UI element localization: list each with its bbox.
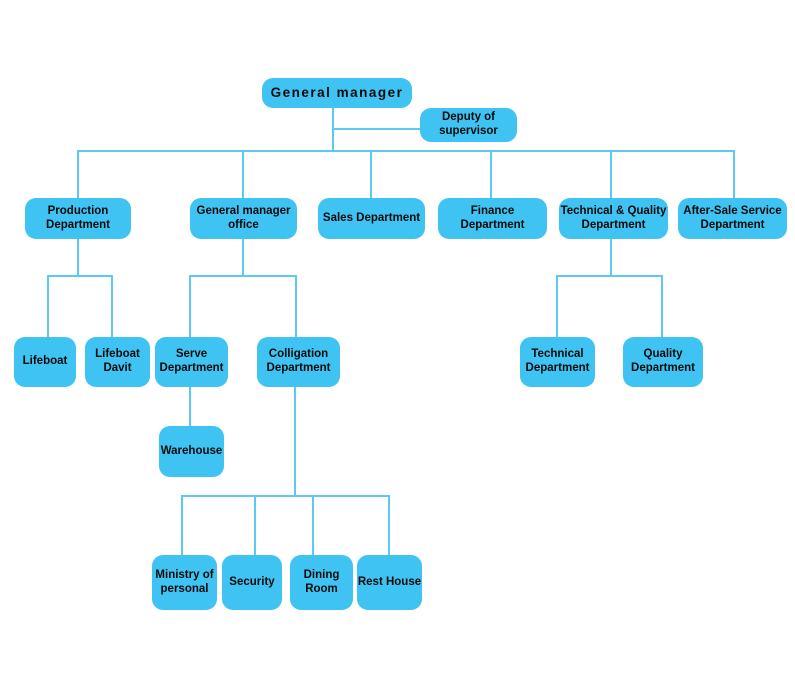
node-lifeboat-davit: Lifeboat Davit: [85, 337, 150, 387]
node-ministry-of-personal: Ministry of personal: [152, 555, 217, 610]
connector-stub-tq: [610, 150, 612, 198]
node-sales-department: Sales Department: [318, 198, 425, 239]
connector-stub-sales: [370, 150, 372, 198]
connector-stub-finance: [490, 150, 492, 198]
node-technical-department: Technical Department: [520, 337, 595, 387]
node-general-manager-office: General manager office: [190, 198, 297, 239]
node-dining-room: Dining Room: [290, 555, 353, 610]
connector-production-down: [77, 238, 79, 277]
node-lifeboat: Lifeboat: [14, 337, 76, 387]
connector-stub-after-sale: [733, 150, 735, 198]
node-warehouse: Warehouse: [159, 426, 224, 477]
node-quality-department: Quality Department: [623, 337, 703, 387]
connector-trunk: [77, 150, 735, 152]
node-rest-house: Rest House: [357, 555, 422, 610]
node-security: Security: [222, 555, 282, 610]
connector-gm-office-split: [189, 275, 297, 277]
node-after-sale-service-department: After-Sale Service Department: [678, 198, 787, 239]
connector-quality: [661, 275, 663, 337]
connector-security: [254, 495, 256, 555]
node-serve-department: Serve Department: [155, 337, 228, 387]
connector-serve: [189, 275, 191, 337]
connector-colligation: [295, 275, 297, 337]
node-production-department: Production Department: [25, 198, 131, 239]
node-colligation-department: Colligation Department: [257, 337, 340, 387]
node-general-manager: General manager: [262, 78, 412, 108]
connector-production-split: [47, 275, 113, 277]
connector-gm-office-down: [242, 238, 244, 277]
connector-stub-gm-office: [242, 150, 244, 198]
connector-lifeboat: [47, 275, 49, 337]
connector-dining: [312, 495, 314, 555]
connector-rest: [388, 495, 390, 555]
node-finance-department: Finance Department: [438, 198, 547, 239]
node-deputy-supervisor: Deputy of supervisor: [420, 108, 517, 142]
node-technical-quality-department: Technical & Quality Department: [559, 198, 668, 239]
connector-warehouse: [189, 386, 191, 426]
connector-lifeboat-davit: [111, 275, 113, 337]
connector-stub-production: [77, 150, 79, 198]
connector-colligation-split: [181, 495, 390, 497]
connector-colligation-down: [294, 386, 296, 497]
connector-ministry: [181, 495, 183, 555]
connector-tq-split: [556, 275, 663, 277]
connector-tq-down: [610, 238, 612, 277]
connector-deputy-branch: [332, 128, 420, 130]
connector-technical: [556, 275, 558, 337]
